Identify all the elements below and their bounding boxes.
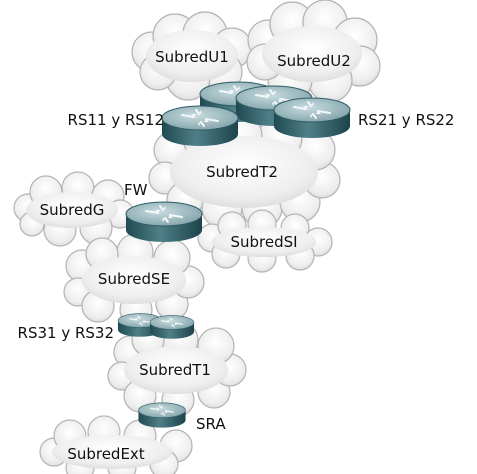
device-label-fw: FW [124, 181, 148, 199]
router-rs11-icon [161, 105, 239, 147]
cloud-label-subred-u2: SubredU2 [277, 52, 351, 70]
cloud-label-subred-u1: SubredU1 [155, 48, 229, 66]
router-rs32-icon [149, 314, 195, 340]
cloud-label-subred-ext: SubredExt [67, 445, 144, 463]
device-label-rs31-rs32: RS31 y RS32 [18, 324, 114, 342]
cloud-subred-si [197, 209, 333, 273]
cloud-label-subred-t2: SubredT2 [206, 163, 278, 181]
router-rs23-icon [273, 97, 351, 139]
cloud-label-subred-se: SubredSE [98, 270, 170, 288]
router-fw-icon [125, 201, 203, 243]
device-label-rs11-rs12: RS11 y RS12 [68, 111, 164, 129]
cloud-subred-se [63, 233, 205, 327]
device-label-rs21-rs22: RS21 y RS22 [358, 111, 454, 129]
cloud-subred-g [13, 171, 135, 247]
router-sra-icon [137, 402, 187, 429]
cloud-subred-ext [39, 415, 193, 474]
cloud-subred-u2 [246, 0, 381, 103]
cloud-label-subred-g: SubredG [40, 201, 105, 219]
cloud-label-subred-si: SubredSI [230, 233, 297, 251]
device-label-sra: SRA [196, 415, 226, 433]
cloud-label-subred-t1: SubredT1 [139, 361, 211, 379]
